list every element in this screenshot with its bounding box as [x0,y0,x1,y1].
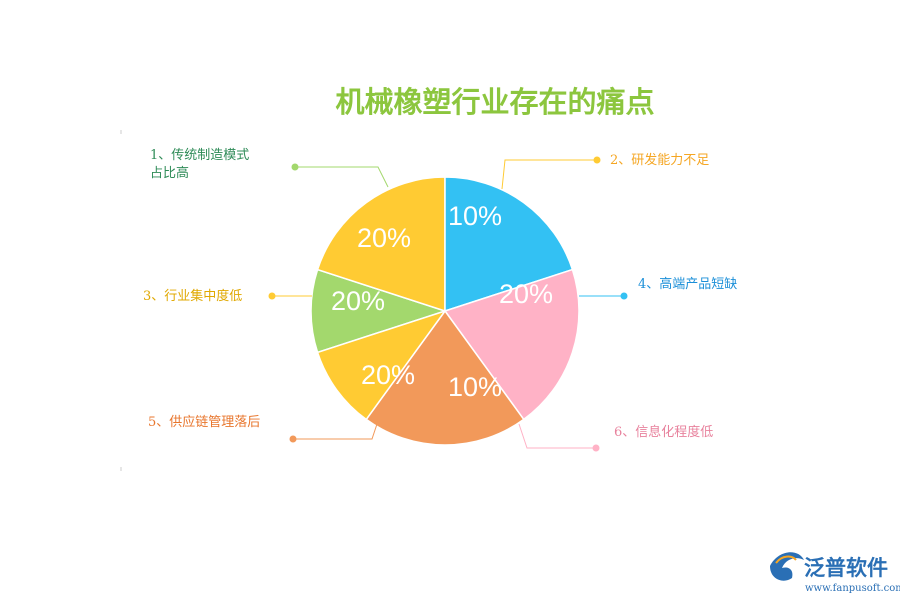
leader-dot [620,292,628,300]
category-labels: 1、传统制造模式占比高 2、研发能力不足 4、高端产品短缺 6、信息化程度低 5、供应链… [143,148,737,440]
logo-name: 泛普软件 [804,556,888,580]
logo-url: www.fanpusoft.com [805,583,900,594]
category-label: 5、供应链管理落后 [148,414,260,430]
category-label: 3、行业集中度低 [143,288,242,304]
percent-label: 10% [448,372,502,402]
company-logo: 泛普软件 www.fanpusoft.com [770,552,900,594]
pie-slice [365,309,525,446]
percent-label: 10% [448,201,502,231]
pie-slices [310,176,580,446]
category-label: 4、高端产品短缺 [638,276,737,292]
leader-line [501,159,597,190]
leader-dot [593,156,601,164]
percent-label: 20% [331,286,385,316]
category-label: 1、传统制造模式占比高 [150,148,249,181]
logo-accent-icon [775,555,797,564]
leader-dot [268,292,276,300]
leader-line [518,423,596,449]
pie-slice [444,176,574,313]
leader-line [293,420,379,440]
pie-slice [316,176,446,313]
pie-slice [310,268,448,354]
chart-title: 机械橡塑行业存在的痛点 [335,85,654,119]
leader-dot [592,444,600,452]
leader-dot [291,163,299,171]
leader-line [295,166,389,188]
category-label: 2、研发能力不足 [610,152,709,168]
category-label: 6、信息化程度低 [614,424,713,440]
percent-label: 20% [361,360,415,390]
percent-labels: 20% 10% 20% 10% 20% 20% [331,201,553,402]
pie-slice [443,268,580,421]
pie-slice [316,309,447,421]
percent-label: 20% [357,223,411,253]
leader-dot [289,435,297,443]
leader-lines [268,156,628,452]
percent-label: 20% [499,279,553,309]
